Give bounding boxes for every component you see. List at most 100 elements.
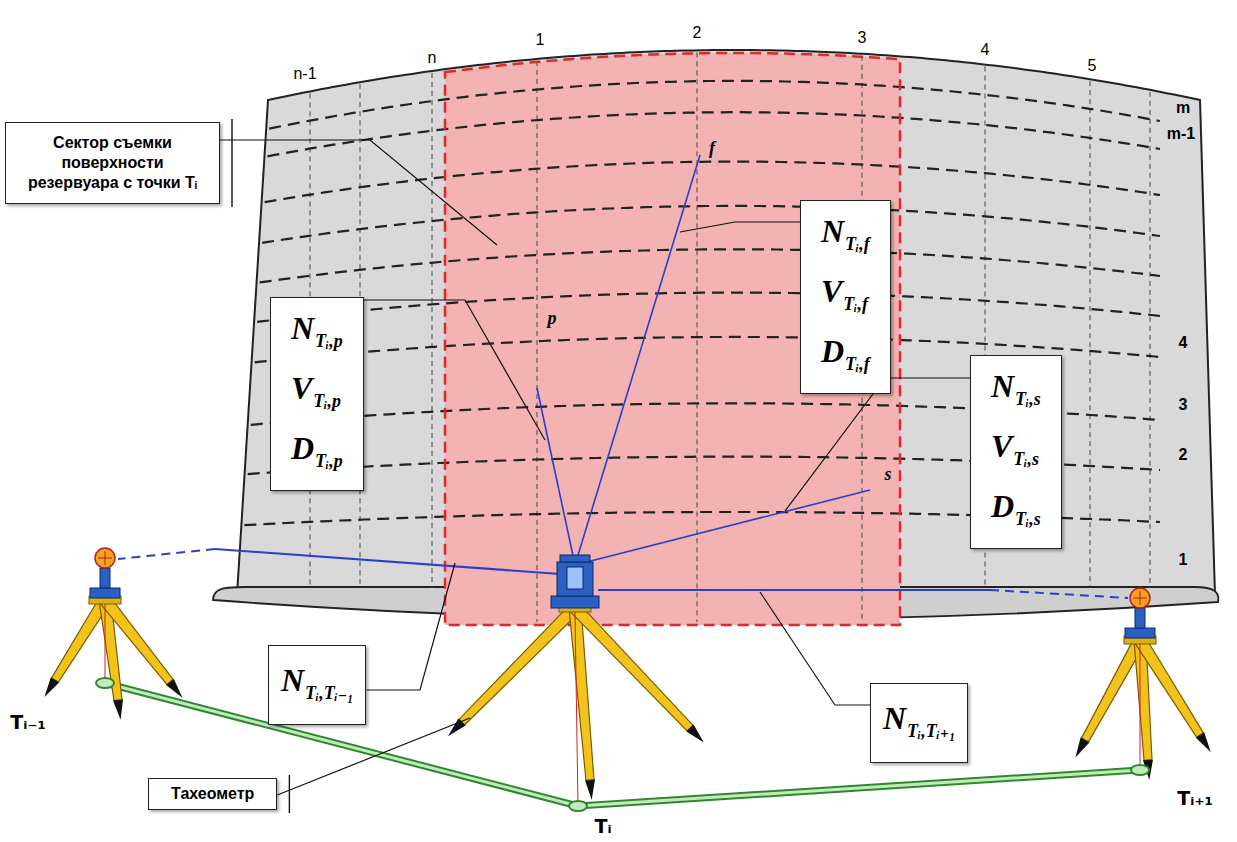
point-label: f xyxy=(707,138,717,159)
column-number: n xyxy=(428,49,437,67)
text-line: NTᵢ,s xyxy=(991,362,1041,422)
subscript: Tᵢ,p xyxy=(315,331,343,351)
quantity-symbol: N xyxy=(821,213,844,249)
column-line xyxy=(537,61,538,622)
target-post xyxy=(1135,608,1145,628)
tribrach xyxy=(90,588,120,598)
text-line: NTᵢ,Tᵢ₊₁ xyxy=(883,700,955,746)
column-number: 2 xyxy=(693,24,702,42)
leader-line xyxy=(680,222,800,232)
quantity-symbol: D xyxy=(291,430,314,466)
target-post xyxy=(100,568,110,588)
text-line: VTᵢ,f xyxy=(821,267,870,327)
bracket-mark xyxy=(289,775,290,813)
row-line xyxy=(269,81,1160,129)
station-point xyxy=(1131,765,1149,775)
tripod-foot xyxy=(585,780,595,800)
subscript: Tᵢ,f xyxy=(845,354,870,374)
text-line: VTᵢ,p xyxy=(291,364,343,424)
row-line xyxy=(257,293,1160,322)
text-line: NTᵢ,f xyxy=(821,207,870,267)
measurement-box: NTᵢ,Tᵢ₋₁ xyxy=(268,645,366,725)
quantity-symbol: V xyxy=(991,428,1012,464)
point-label: p xyxy=(546,308,559,329)
tripod-foot xyxy=(1196,732,1211,752)
tripod-foot xyxy=(166,679,182,698)
text-line: NTᵢ,p xyxy=(291,304,343,364)
quantity-symbol: V xyxy=(821,273,842,309)
leader-line xyxy=(785,378,970,511)
sight-line xyxy=(990,590,1128,598)
subscript: Tᵢ,f xyxy=(843,294,868,314)
subscript: Tᵢ,s xyxy=(1013,449,1039,469)
measurement-box: NTᵢ,Tᵢ₊₁ xyxy=(870,683,968,763)
measurement-box: NTᵢ,fVTᵢ,fDTᵢ,f xyxy=(800,200,891,394)
plumb-line xyxy=(105,604,106,683)
instrument-body xyxy=(557,562,593,596)
row-number: m xyxy=(1176,99,1190,117)
total-station xyxy=(551,555,599,608)
tripod-foot xyxy=(686,725,703,743)
tripod-leg xyxy=(1135,637,1204,737)
tripod-foot xyxy=(44,677,59,697)
row-line xyxy=(265,162,1160,203)
point-label: s xyxy=(882,464,893,485)
tripod-leg xyxy=(569,608,594,781)
row-number: 1 xyxy=(1179,551,1188,569)
column-line xyxy=(1090,81,1091,588)
sight-line xyxy=(118,549,215,559)
prism-cross xyxy=(1140,591,1141,605)
plumb-line xyxy=(1140,644,1141,770)
text-line: VTᵢ,s xyxy=(991,422,1041,482)
text-line: DTᵢ,s xyxy=(991,482,1041,542)
leader-line xyxy=(277,718,470,795)
row-number: 3 xyxy=(1179,396,1188,414)
column-number: n-1 xyxy=(293,65,316,83)
plumb-line xyxy=(575,612,578,806)
tripod xyxy=(1075,636,1210,780)
column-number: 3 xyxy=(858,29,867,47)
tripod xyxy=(448,604,704,800)
station-label: Tᵢ₊₁ xyxy=(1177,787,1212,809)
row-line xyxy=(260,249,1160,282)
tribrach xyxy=(1125,628,1155,638)
quantity-symbol: N xyxy=(281,662,304,698)
column-line xyxy=(1150,92,1151,588)
quantity-symbol: D xyxy=(821,333,844,369)
prism xyxy=(95,548,115,568)
text-line: NTᵢ,Tᵢ₋₁ xyxy=(281,662,353,708)
tripod-leg xyxy=(100,596,173,684)
quantity-symbol: V xyxy=(291,370,312,406)
text-line: DTᵢ,p xyxy=(291,424,343,484)
subscript: Tᵢ,p xyxy=(313,391,341,411)
sight-line xyxy=(575,155,700,565)
tribrach xyxy=(551,596,599,608)
prism xyxy=(1130,588,1150,608)
tripod-leg xyxy=(571,604,693,731)
tripod xyxy=(44,596,182,720)
row-number: 4 xyxy=(1179,334,1188,352)
station-point xyxy=(96,678,114,688)
station-label: Tᵢ₋₁ xyxy=(10,711,45,733)
row-number: 2 xyxy=(1179,446,1188,464)
prism-target xyxy=(90,548,120,598)
column-number: 1 xyxy=(536,31,545,49)
column-number: 4 xyxy=(981,41,990,59)
sector-border xyxy=(445,53,900,625)
leader-line xyxy=(364,300,545,440)
tripod-foot xyxy=(113,699,123,719)
callout-text: Сектор съемки поверхности резервуара с т… xyxy=(14,133,211,193)
quantity-symbol: D xyxy=(991,488,1014,524)
row-line xyxy=(262,206,1160,243)
quantity-symbol: N xyxy=(991,368,1014,404)
survey-sector xyxy=(445,53,900,625)
row-number: m-1 xyxy=(1167,125,1195,143)
subscript: Tᵢ,s xyxy=(1015,509,1041,529)
prism-target xyxy=(1125,588,1155,638)
station-point xyxy=(569,801,587,811)
column-line xyxy=(432,73,433,588)
sight-line xyxy=(537,388,575,565)
leader-line xyxy=(366,563,455,690)
column-number: 5 xyxy=(1088,57,1097,75)
